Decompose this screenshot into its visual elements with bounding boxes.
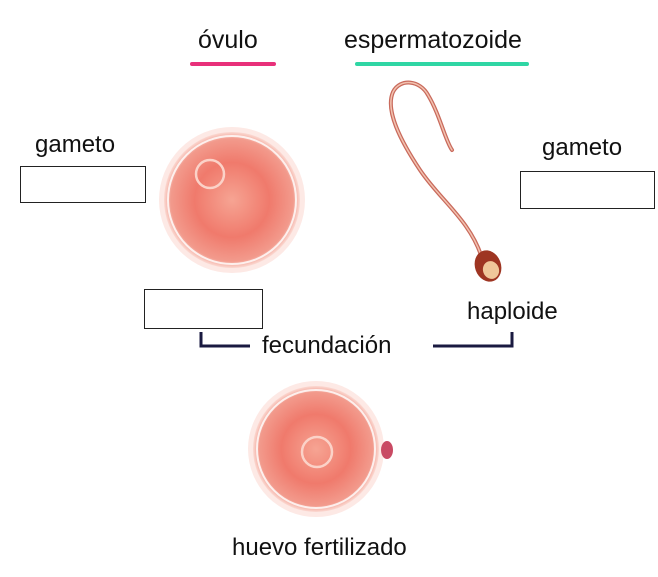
ovulo-title: óvulo — [198, 26, 258, 54]
gameto-right-label: gameto — [542, 134, 623, 161]
fecundacion-bracket — [199, 332, 514, 348]
egg-cell-icon — [159, 127, 305, 273]
espermatozoide-underline — [355, 62, 529, 66]
gameto-left-label: gameto — [35, 131, 116, 158]
espermatozoide-title: espermatozoide — [344, 26, 522, 54]
ovulo-underline — [190, 62, 276, 66]
sperm-cell-icon — [388, 80, 502, 282]
answer-blank-middle[interactable] — [144, 289, 263, 329]
fertilized-egg-icon — [248, 381, 393, 517]
fecundacion-label: fecundación — [262, 332, 392, 359]
answer-blank-left[interactable] — [20, 166, 146, 203]
haploide-label: haploide — [467, 298, 558, 325]
huevo-fertilizado-label: huevo fertilizado — [232, 534, 407, 561]
answer-blank-right[interactable] — [520, 171, 655, 209]
